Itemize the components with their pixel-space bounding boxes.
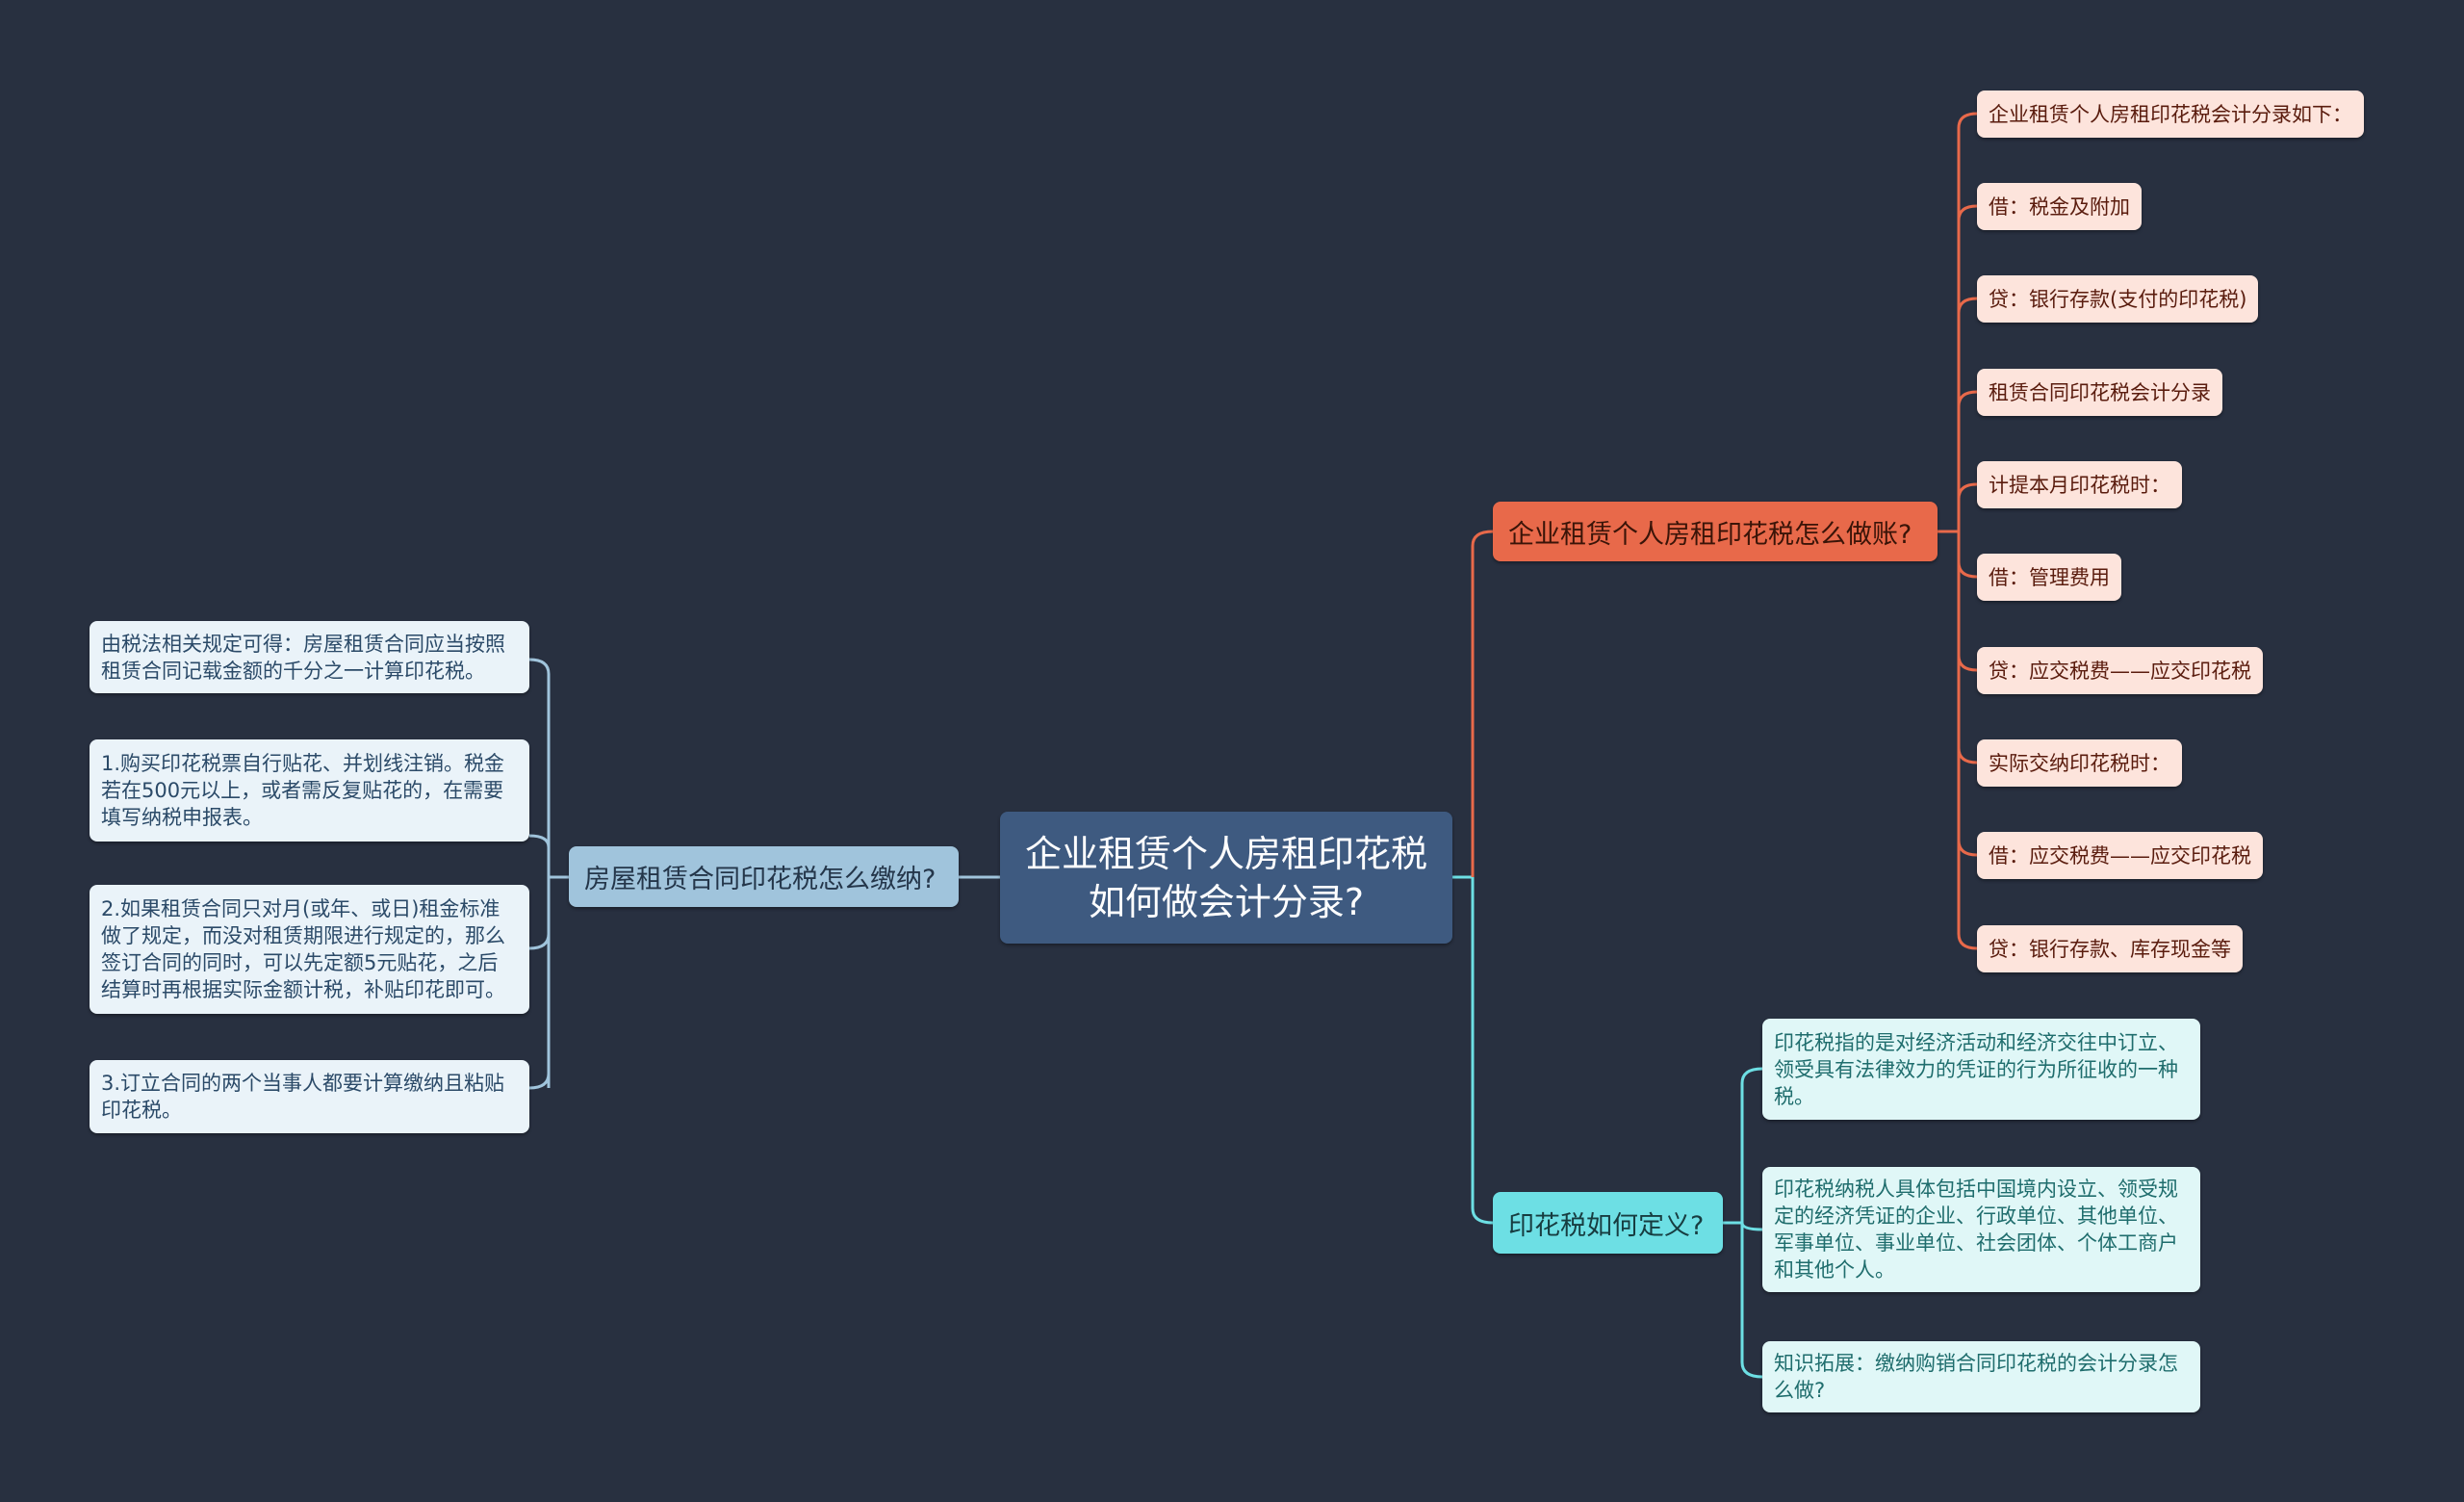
leaf-node[interactable]: 贷：银行存款、库存现金等	[1977, 925, 2243, 972]
branch-how-to-pay[interactable]: 房屋租赁合同印花税怎么缴纳?	[569, 846, 959, 907]
leaf-text: 1.购买印花税票自行贴花、并划线注销。税金若在500元以上，或者需反复贴花的，在…	[101, 752, 505, 829]
leaf-text: 企业租赁个人房租印花税会计分录如下：	[1989, 102, 2352, 126]
branch-label: 印花税如何定义?	[1508, 1210, 1705, 1241]
leaf-node[interactable]: 贷：银行存款(支付的印花税)	[1977, 275, 2259, 323]
leaf-text: 借：应交税费——应交印花税	[1989, 843, 2251, 868]
leaf-text: 知识拓展：缴纳购销合同印花税的会计分录怎么做?	[1774, 1352, 2178, 1402]
leaf-node[interactable]: 企业租赁个人房租印花税会计分录如下：	[1977, 91, 2364, 138]
leaf-text: 贷：银行存款(支付的印花税)	[1989, 287, 2247, 311]
leaf-text: 借：税金及附加	[1989, 194, 2130, 219]
branch-label: 企业租赁个人房租印花税怎么做账?	[1508, 519, 1912, 550]
leaf-text: 3.订立合同的两个当事人都要计算缴纳且粘贴印花税。	[101, 1072, 505, 1122]
branch-definition[interactable]: 印花税如何定义?	[1493, 1192, 1723, 1254]
leaf-node[interactable]: 2.如果租赁合同只对月(或年、或日)租金标准做了规定，而没对租赁期限进行规定的，…	[90, 885, 529, 1014]
central-topic[interactable]: 企业租赁个人房租印花税如何做会计分录?	[1000, 812, 1452, 944]
leaf-text: 2.如果租赁合同只对月(或年、或日)租金标准做了规定，而没对租赁期限进行规定的，…	[101, 897, 505, 1001]
leaf-node[interactable]: 印花税纳税人具体包括中国境内设立、领受规定的经济凭证的企业、行政单位、其他单位、…	[1762, 1167, 2200, 1292]
leaf-node[interactable]: 租赁合同印花税会计分录	[1977, 369, 2222, 416]
branch-label: 房屋租赁合同印花税怎么缴纳?	[584, 865, 937, 894]
leaf-text: 租赁合同印花税会计分录	[1989, 380, 2211, 404]
leaf-node[interactable]: 计提本月印花税时：	[1977, 461, 2182, 508]
leaf-node[interactable]: 借：税金及附加	[1977, 183, 2142, 230]
leaf-node[interactable]: 贷：应交税费——应交印花税	[1977, 647, 2263, 694]
central-topic-label: 企业租赁个人房租印花税如何做会计分录?	[1024, 832, 1427, 923]
leaf-text: 贷：银行存款、库存现金等	[1989, 937, 2231, 961]
leaf-node[interactable]: 实际交纳印花税时：	[1977, 739, 2182, 787]
leaf-node[interactable]: 由税法相关规定可得：房屋租赁合同应当按照租赁合同记载金额的千分之一计算印花税。	[90, 621, 529, 693]
leaf-node[interactable]: 知识拓展：缴纳购销合同印花税的会计分录怎么做?	[1762, 1341, 2200, 1412]
leaf-text: 由税法相关规定可得：房屋租赁合同应当按照租赁合同记载金额的千分之一计算印花税。	[101, 632, 505, 683]
leaf-text: 贷：应交税费——应交印花税	[1989, 659, 2251, 683]
leaf-node[interactable]: 印花税指的是对经济活动和经济交往中订立、领受具有法律效力的凭证的行为所征收的一种…	[1762, 1019, 2200, 1120]
leaf-node[interactable]: 借：管理费用	[1977, 554, 2121, 601]
leaf-node[interactable]: 1.购买印花税票自行贴花、并划线注销。税金若在500元以上，或者需反复贴花的，在…	[90, 739, 529, 842]
branch-bookkeeping[interactable]: 企业租赁个人房租印花税怎么做账?	[1493, 502, 1938, 561]
leaf-node[interactable]: 3.订立合同的两个当事人都要计算缴纳且粘贴印花税。	[90, 1060, 529, 1133]
leaf-text: 印花税指的是对经济活动和经济交往中订立、领受具有法律效力的凭证的行为所征收的一种…	[1774, 1030, 2178, 1108]
leaf-text: 计提本月印花税时：	[1989, 473, 2170, 497]
leaf-text: 借：管理费用	[1989, 565, 2110, 589]
leaf-text: 印花税纳税人具体包括中国境内设立、领受规定的经济凭证的企业、行政单位、其他单位、…	[1774, 1178, 2178, 1282]
leaf-text: 实际交纳印花税时：	[1989, 751, 2170, 775]
leaf-node[interactable]: 借：应交税费——应交印花税	[1977, 832, 2263, 879]
